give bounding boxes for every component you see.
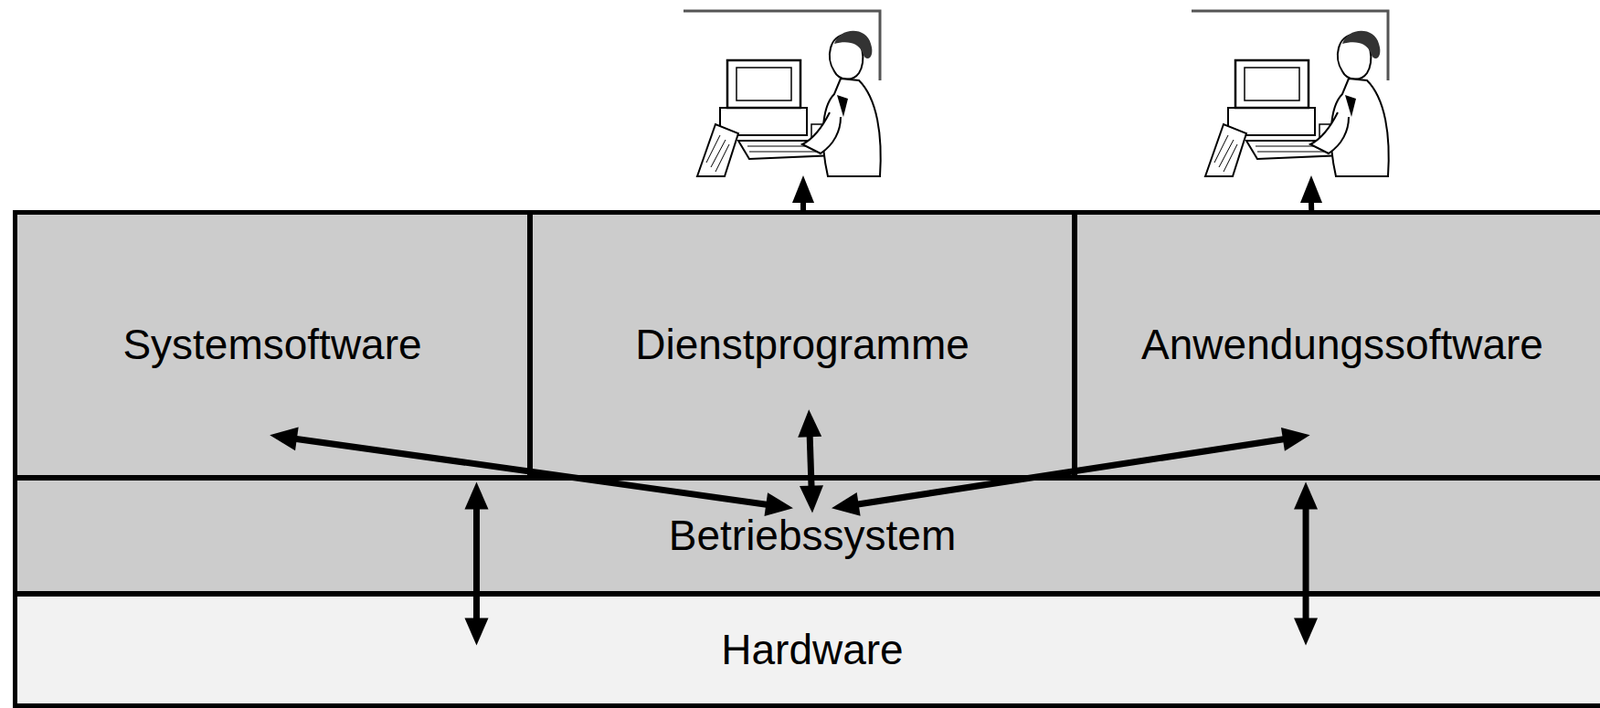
software-box: Dienstprogramme — [528, 210, 1077, 480]
node-label: Anwendungssoftware — [1141, 320, 1544, 370]
node-label: Betriebssystem — [668, 511, 956, 561]
user-figure — [683, 10, 881, 177]
software-box: Anwendungssoftware — [1072, 210, 1600, 480]
user-figure — [1191, 10, 1389, 177]
os-layer: Betriebssystem — [12, 476, 1600, 596]
node-label: Hardware — [720, 625, 903, 675]
hardware-layer: Hardware — [12, 592, 1600, 708]
node-label: Dienstprogramme — [635, 320, 970, 370]
software-box: Systemsoftware — [12, 210, 532, 480]
node-label: Systemsoftware — [122, 320, 422, 370]
